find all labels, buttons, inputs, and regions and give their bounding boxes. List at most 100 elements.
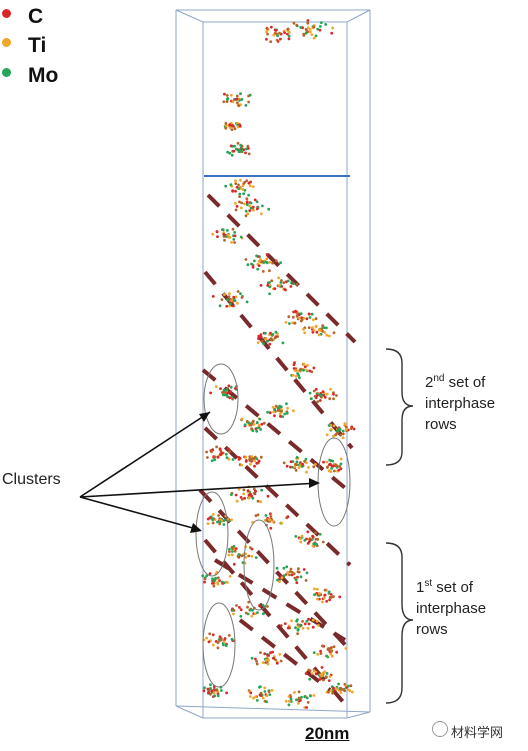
atom — [301, 626, 305, 630]
atom — [328, 397, 332, 401]
atom — [249, 691, 253, 695]
atom — [314, 34, 318, 38]
atom — [222, 640, 226, 644]
atom — [324, 23, 328, 26]
atom — [304, 672, 308, 675]
atom — [262, 342, 265, 345]
atom — [260, 339, 264, 343]
atom — [327, 590, 331, 594]
atom — [265, 694, 269, 698]
atom — [316, 27, 320, 31]
atom — [251, 496, 255, 500]
atom — [276, 578, 279, 582]
atom — [318, 399, 322, 402]
set2-label: 2nd set of interphase rows — [425, 368, 495, 435]
atom — [266, 654, 270, 657]
atom — [248, 608, 252, 612]
atom — [284, 321, 288, 324]
atom — [296, 632, 299, 636]
atom — [349, 684, 353, 688]
atom — [299, 367, 303, 371]
atom — [292, 572, 296, 576]
set1-line2: interphase — [416, 600, 487, 617]
atom — [287, 703, 291, 707]
atom — [312, 328, 316, 332]
atom — [269, 331, 272, 335]
atom — [295, 460, 299, 464]
atom — [224, 124, 228, 128]
atom — [286, 279, 290, 283]
atom — [307, 622, 311, 626]
atom — [237, 553, 241, 556]
atom — [318, 532, 322, 536]
atom — [205, 450, 209, 454]
atom — [256, 611, 259, 614]
atom — [311, 535, 315, 539]
atom — [332, 434, 335, 438]
atom — [323, 596, 326, 600]
atom — [254, 556, 258, 559]
atom — [224, 122, 228, 125]
atom — [233, 127, 237, 131]
atom — [339, 457, 343, 461]
atom — [244, 104, 248, 107]
atom — [253, 459, 257, 463]
atom — [230, 241, 234, 244]
atom — [216, 692, 220, 696]
set2-line2: interphase — [425, 395, 496, 412]
atom — [216, 235, 219, 239]
atom — [248, 695, 252, 698]
atom — [255, 207, 259, 211]
atom — [247, 496, 251, 500]
atom — [325, 333, 329, 337]
atom — [294, 309, 297, 313]
atom — [252, 208, 255, 212]
atom — [299, 312, 303, 316]
atom — [228, 123, 232, 126]
atom — [242, 148, 246, 152]
atom — [259, 333, 263, 336]
atom — [230, 493, 233, 496]
box-edge — [175, 9, 204, 23]
atom — [210, 689, 214, 693]
atom — [314, 387, 318, 391]
arrow-head — [309, 478, 320, 488]
atom — [247, 181, 251, 185]
atom — [276, 34, 279, 38]
atom — [265, 519, 269, 522]
atom — [331, 26, 334, 30]
atom — [225, 388, 229, 392]
atom — [207, 640, 211, 644]
atom — [327, 690, 330, 694]
atom — [268, 285, 272, 289]
atom — [304, 457, 308, 461]
atom — [332, 392, 335, 396]
atom — [345, 425, 348, 429]
atom — [345, 686, 348, 689]
atom — [256, 499, 260, 503]
atom — [265, 257, 269, 261]
atom — [218, 304, 222, 308]
atom — [223, 238, 226, 242]
atom — [228, 450, 231, 454]
atom — [335, 650, 339, 654]
atom — [338, 595, 342, 599]
atom — [250, 494, 254, 498]
atom — [291, 315, 295, 319]
atom — [223, 637, 227, 640]
atom — [306, 30, 310, 34]
atom — [239, 92, 242, 96]
atom — [343, 689, 347, 693]
atom — [232, 295, 236, 299]
atom — [289, 567, 293, 571]
cluster-outline — [195, 491, 229, 577]
atom — [236, 121, 239, 125]
atom — [275, 661, 279, 665]
atom — [330, 428, 333, 431]
atom — [244, 552, 248, 556]
atom — [222, 643, 225, 647]
atom — [216, 646, 220, 650]
atom — [268, 342, 272, 346]
atom — [264, 260, 268, 264]
atom — [228, 547, 231, 551]
